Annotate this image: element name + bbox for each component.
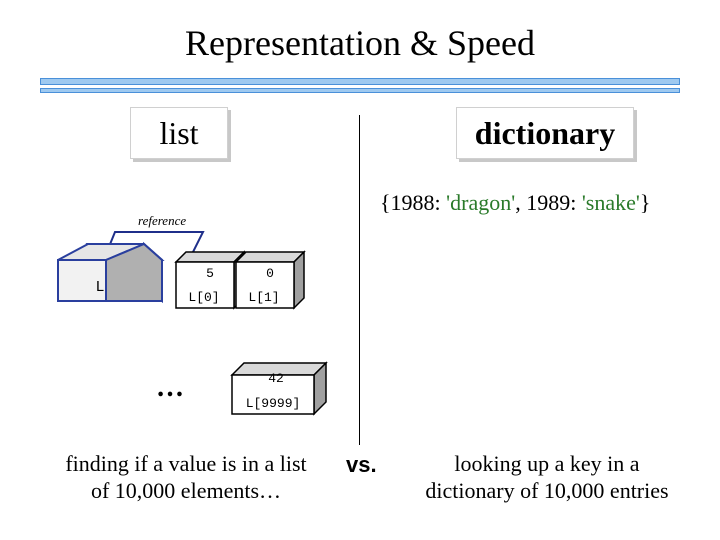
list-cell-0-value: 5 (206, 266, 214, 281)
list-cell-9999-index: L[9999] (246, 396, 301, 411)
list-caption: finding if a value is in a list of 10,00… (48, 450, 324, 504)
dictionary-caption: looking up a key in a dictionary of 10,0… (404, 450, 690, 504)
list-caption-line-1: finding if a value is in a list (48, 450, 324, 477)
dictionary-caption-line-1: looking up a key in a (404, 450, 690, 477)
list-cell-0-index: L[0] (188, 290, 219, 305)
list-cell-9999-value: 42 (268, 371, 284, 386)
list-caption-line-2: of 10,000 elements… (48, 477, 324, 504)
dictionary-caption-line-2: dictionary of 10,000 entries (404, 477, 690, 504)
versus-label: vs. (346, 452, 377, 478)
ellipsis: … (156, 372, 186, 404)
list-cell-1-index: L[1] (248, 290, 279, 305)
list-cell-1-value: 0 (266, 266, 274, 281)
variable-name: L (95, 279, 104, 296)
variable-box (58, 244, 162, 301)
